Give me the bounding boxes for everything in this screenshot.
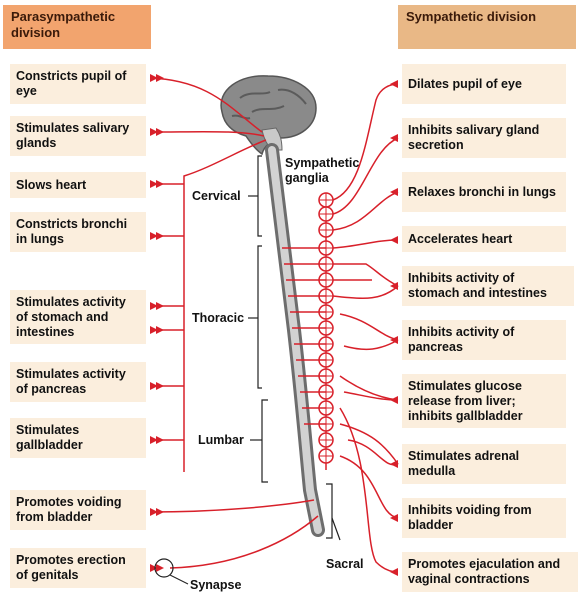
symp-effect-stomach: Inhibits activity of stomach and intesti…: [402, 266, 574, 306]
synapse-marker: [154, 558, 174, 578]
symp-effect-salivary: Inhibits salivary gland secretion: [402, 118, 566, 158]
sacral-label: Sacral: [326, 557, 364, 571]
para-effect-stomach: Stimulates activity of stomach and intes…: [10, 290, 146, 344]
para-effect-pancreas: Stimulates activity of pancreas: [10, 362, 146, 402]
thoracic-label: Thoracic: [192, 311, 245, 325]
para-effect-heart: Slows heart: [10, 172, 146, 198]
symp-effect-bladder: Inhibits voiding from bladder: [402, 498, 566, 538]
symp-arrowheads: [390, 80, 398, 576]
sympathetic-ganglia-chain: [318, 192, 334, 470]
para-effect-bronchi: Constricts bronchi in lungs: [10, 212, 146, 252]
sympathetic-nerves: [282, 83, 399, 573]
symp-effect-ejaculation: Promotes ejaculation and vaginal contrac…: [402, 552, 578, 592]
sympathetic-ganglia-label: Sympathetic ganglia: [285, 156, 365, 186]
symp-effect-heart: Accelerates heart: [402, 226, 566, 252]
para-effect-salivary: Stimulates salivary glands: [10, 116, 146, 156]
para-arrowheads: [150, 74, 164, 572]
synapse-label: Synapse: [190, 578, 242, 592]
symp-effect-pancreas: Inhibits activity of pancreas: [402, 320, 566, 360]
symp-effect-pupil: Dilates pupil of eye: [402, 64, 566, 104]
brain-icon: [220, 75, 317, 156]
symp-effect-adrenal: Stimulates adrenal medulla: [402, 444, 566, 484]
parasympathetic-header: Parasympathetic division: [3, 5, 151, 49]
lumbar-label: Lumbar: [198, 433, 244, 447]
para-effect-bladder: Promotes voiding from bladder: [10, 490, 146, 530]
symp-effect-liver: Stimulates glucose release from liver; i…: [402, 374, 566, 428]
sympathetic-ganglia-text: Sympathetic ganglia: [285, 156, 360, 185]
para-effect-genitals: Promotes erection of genitals: [10, 548, 146, 588]
para-effect-gallbladder: Stimulates gallbladder: [10, 418, 146, 458]
cervical-label: Cervical: [192, 189, 241, 203]
region-brackets: [248, 155, 341, 541]
sympathetic-header: Sympathetic division: [398, 5, 576, 49]
symp-effect-bronchi: Relaxes bronchi in lungs: [402, 172, 566, 212]
para-effect-pupil: Constricts pupil of eye: [10, 64, 146, 104]
